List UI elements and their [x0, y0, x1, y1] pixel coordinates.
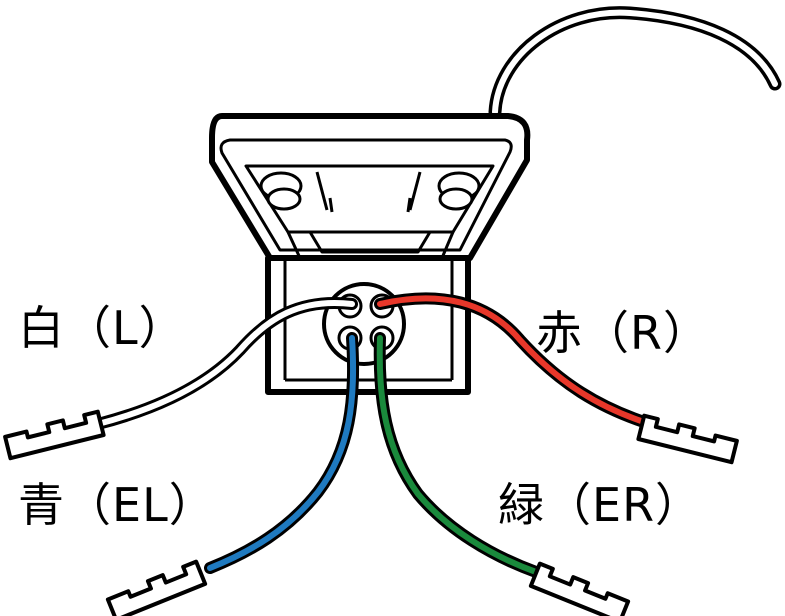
lead-terminal-bottom-right [528, 561, 631, 616]
lead-cable [488, 6, 782, 119]
lead-terminal-left [3, 409, 106, 461]
blue-wire [204, 332, 360, 574]
red-wire [374, 292, 656, 430]
green-wire [373, 332, 542, 578]
label-white-l: 白（L） [18, 301, 186, 355]
lead-terminal-right [636, 413, 739, 465]
label-green-er: 緑（ER） [498, 478, 703, 532]
lead-terminal-bottom-left [105, 559, 208, 616]
white-wire [92, 297, 358, 430]
label-red-r: 赤（R） [536, 306, 710, 360]
label-blue-el: 青（EL） [18, 478, 216, 532]
